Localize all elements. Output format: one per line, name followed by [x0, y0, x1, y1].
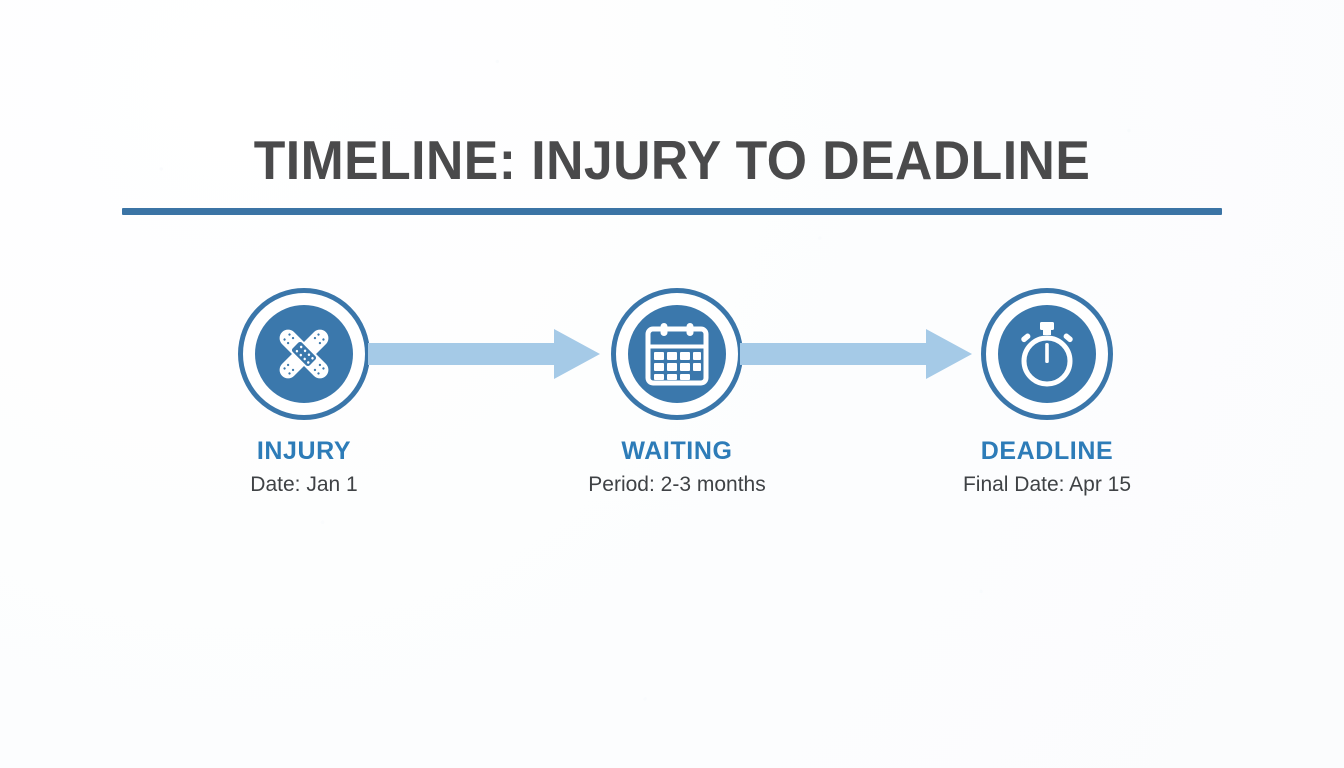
deadline-label: DEADLINE [980, 437, 1114, 465]
injury-badge [238, 288, 370, 420]
deadline-badge-inner [992, 299, 1102, 409]
timeline-step-injury[interactable]: INJURY Date: Jan 1 [154, 288, 454, 498]
waiting-badge-inner [622, 299, 732, 409]
timeline-step-waiting[interactable]: WAITING Period: 2-3 months [527, 288, 827, 498]
timeline-step-deadline[interactable]: DEADLINE Final Date: Apr 15 [897, 288, 1197, 498]
title-divider [122, 208, 1222, 215]
injury-badge-inner [249, 299, 359, 409]
stopwatch-icon [1012, 319, 1082, 389]
arrow-waiting-to-deadline [740, 327, 972, 381]
injury-sublabel: Date: Jan 1 [250, 473, 358, 496]
title-block: TIMELINE: INJURY TO DEADLINE [122, 128, 1222, 192]
deadline-badge [981, 288, 1113, 420]
deadline-sublabel: Final Date: Apr 15 [962, 473, 1132, 496]
arrow-injury-to-waiting [368, 327, 600, 381]
waiting-sublabel: Period: 2-3 months [588, 473, 766, 496]
waiting-label: WAITING [621, 437, 733, 465]
waiting-badge [611, 288, 743, 420]
calendar-icon [643, 320, 711, 388]
injury-label: INJURY [256, 437, 352, 465]
page-title: TIMELINE: INJURY TO DEADLINE [253, 129, 1091, 191]
bandage-cross-icon [267, 317, 341, 391]
timeline-row: INJURY Date: Jan 1 [0, 288, 1344, 498]
